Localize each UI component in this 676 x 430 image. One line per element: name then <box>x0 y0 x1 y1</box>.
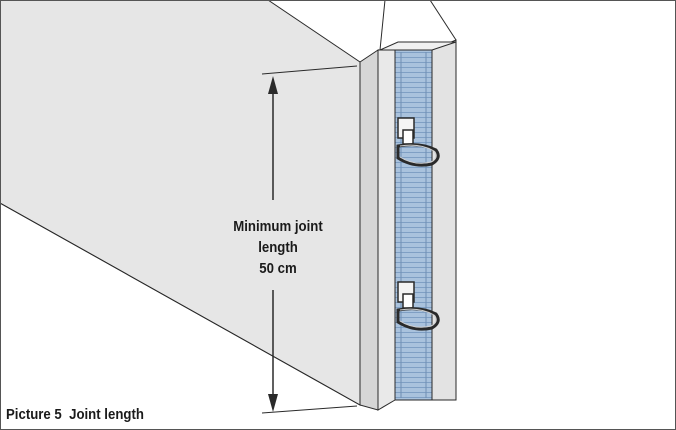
right-panel-top <box>379 41 457 51</box>
left-panel-edge <box>377 49 396 411</box>
left-panel-side <box>359 49 379 411</box>
caption-label: Picture 5 <box>6 406 62 423</box>
dimension-label-line1: Minimum joint <box>233 218 323 235</box>
dimension-label-line2: length <box>258 239 298 256</box>
figure-caption: Picture 5 Joint length <box>6 406 144 423</box>
right-panel <box>431 39 457 401</box>
extension-line-bottom <box>261 405 358 414</box>
precast-panel-face <box>0 0 361 406</box>
connector-clip-icon <box>396 281 440 331</box>
panel-top-edge <box>0 202 361 406</box>
extension-line-top <box>261 65 358 75</box>
dimension-arrow-down-icon <box>268 394 278 412</box>
connector-clip-icon <box>396 117 440 167</box>
dimension-label: Minimum joint length 50 cm <box>215 216 342 279</box>
dimension-arrow-up-icon <box>268 76 278 94</box>
caption-text: Joint length <box>69 406 144 423</box>
dimension-label-line3: 50 cm <box>259 260 297 277</box>
